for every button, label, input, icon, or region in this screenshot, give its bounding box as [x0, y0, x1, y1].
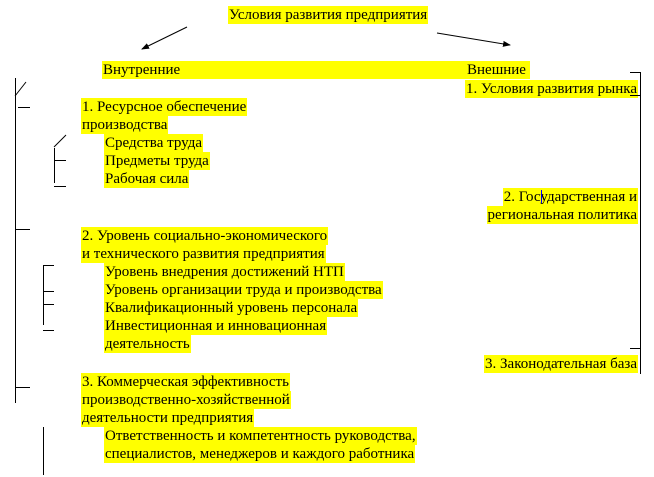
text-cursor	[541, 190, 542, 203]
tick	[630, 348, 640, 349]
list-item: Уровень организации труда и производства	[104, 281, 383, 299]
arrow-right	[436, 32, 511, 47]
external-item: 3. Законодательная база	[484, 355, 638, 373]
list-item: Ответственность и компетентность руковод…	[104, 427, 417, 445]
list-item: деятельность	[104, 335, 191, 353]
diagram-title: Условия развития предприятия	[228, 6, 429, 24]
tick	[630, 95, 640, 96]
tick	[18, 107, 30, 108]
bracket-group-2	[43, 265, 44, 325]
group-3-title: деятельности предприятия	[81, 409, 255, 427]
tick	[43, 330, 54, 331]
bracket-internal	[15, 78, 16, 403]
group-2-title: и технического развития предприятия	[81, 245, 326, 263]
group-3-title: производственно-хозяйственной	[81, 391, 291, 409]
external-item: 2. Государственная и	[502, 188, 638, 206]
bracket-group-3	[43, 427, 44, 475]
arrow-left	[141, 26, 188, 50]
tick	[43, 265, 54, 266]
tick	[43, 291, 54, 292]
tick	[54, 186, 66, 187]
external-item: региональная политика	[486, 206, 638, 224]
tick	[54, 160, 66, 161]
list-item: Средства труда	[104, 134, 203, 152]
list-item: Предметы труда	[104, 152, 210, 170]
internal-heading: Внутренние	[103, 62, 181, 78]
internal-heading-bar: Внутренние	[102, 61, 530, 79]
list-item: Уровень внедрения достижений НТП	[104, 263, 345, 281]
bracket-group-1	[54, 148, 55, 183]
list-item: Квалификационный уровень персонала	[104, 299, 359, 317]
tick	[15, 229, 30, 230]
tick	[15, 387, 30, 388]
group-1-title: 1. Ресурсное обеспечение	[81, 98, 248, 116]
tick	[43, 304, 54, 305]
list-item: специалистов, менеджеров и каждого работ…	[104, 445, 416, 463]
group-1-title: производства	[81, 116, 169, 134]
group-2-title: 2. Уровень социально-экономического	[81, 227, 329, 245]
group-3-title: 3. Коммерческая эффективность	[81, 373, 290, 391]
tick	[630, 72, 640, 73]
external-item: 1. Условия развития рынка	[465, 80, 638, 98]
list-item: Рабочая сила	[104, 170, 190, 188]
bracket-external	[640, 72, 641, 374]
external-heading: Внешние	[467, 62, 526, 78]
list-item: Инвестиционная и инновационная	[104, 317, 328, 335]
